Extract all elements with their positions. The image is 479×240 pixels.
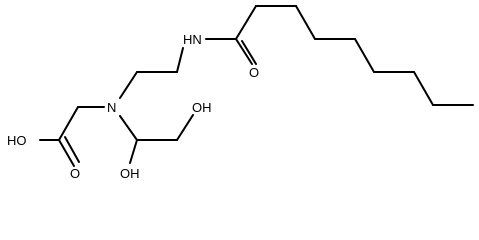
- amine-nitrogen-label: N: [107, 100, 116, 115]
- dihydroxyethyl-arm: [119, 114, 194, 164]
- primary-hydroxyl-label: OH: [192, 100, 212, 115]
- acid-oxygen-label: O: [70, 166, 80, 181]
- amide-nh-label: HN: [183, 32, 202, 47]
- ethylene-linker: [119, 47, 184, 99]
- acid-hydroxyl-label: HO: [7, 133, 27, 148]
- amide-group: [205, 38, 257, 65]
- amide-oxygen-label: O: [249, 65, 259, 80]
- nonanoyl-chain: [235, 5, 474, 106]
- carboxymethyl-arm: [39, 106, 105, 167]
- secondary-hydroxyl-label: OH: [120, 166, 140, 181]
- structure-diagram: HN O N HO O OH OH: [7, 5, 474, 181]
